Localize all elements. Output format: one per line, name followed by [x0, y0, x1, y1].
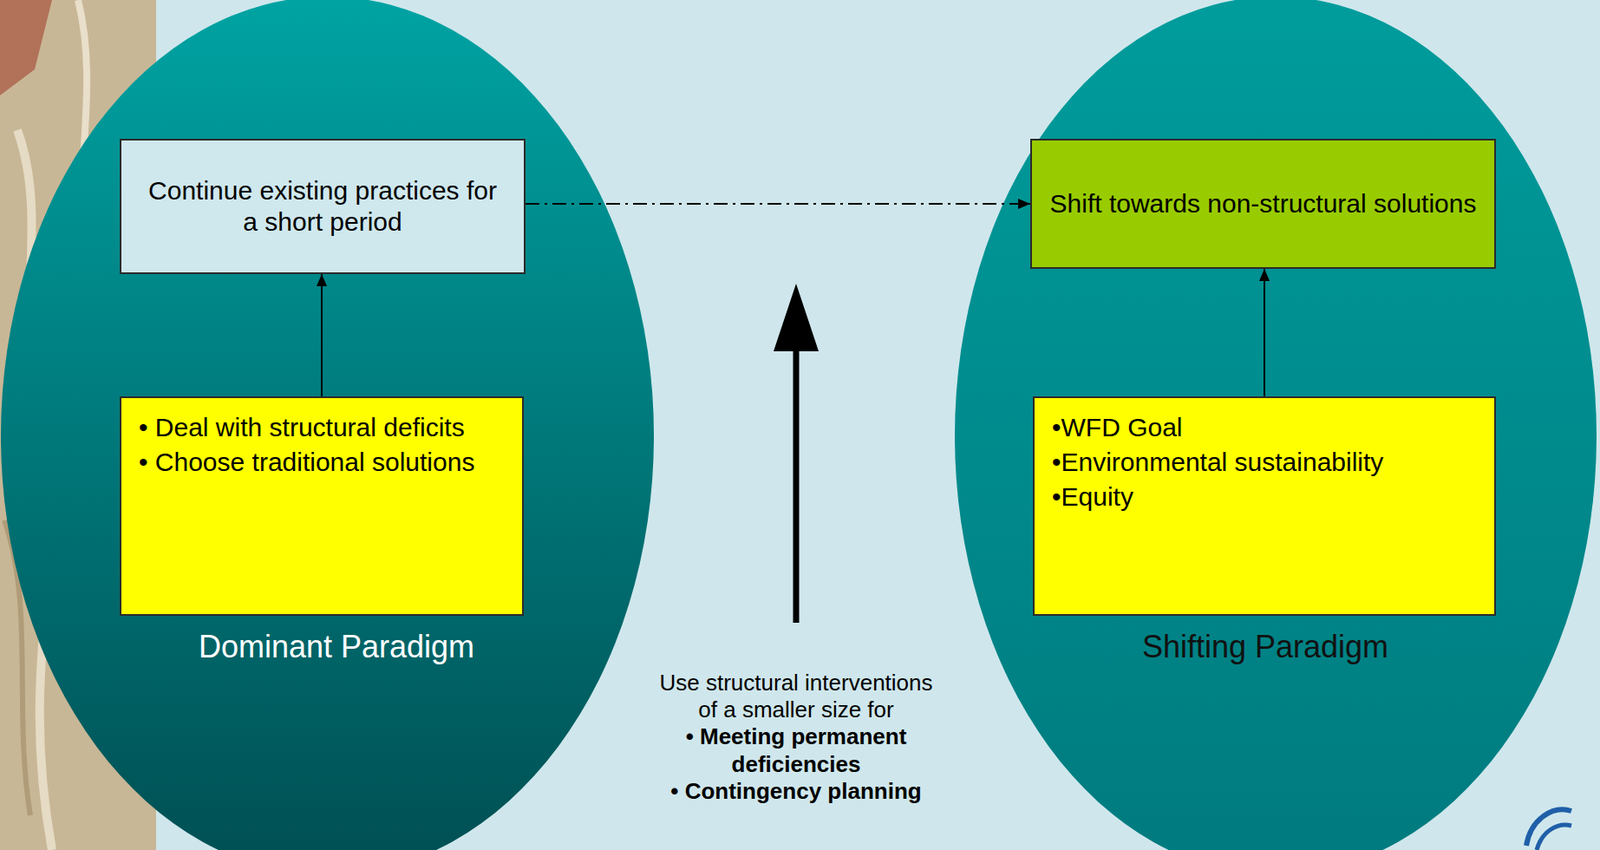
- ellipse-label-holder: Shifting Paradigm: [1039, 628, 1491, 666]
- box-text: •Equity: [1051, 481, 1477, 513]
- paradigm-title: Dominant Paradigm: [111, 628, 562, 666]
- logo-mark: [1526, 809, 1572, 846]
- ellipse-label-holder: Dominant Paradigm: [111, 628, 562, 666]
- box-text: •Environmental sustainability: [1051, 446, 1477, 478]
- process-box: Shift towards non-structural solutions: [1030, 138, 1496, 269]
- box-text: Shift towards non-structural solutions: [1049, 188, 1477, 220]
- paradigm-ellipse: Dominant Paradigm Continue existing pract…: [0, 0, 655, 850]
- statue-texture: [0, 0, 53, 96]
- note-block: Use structural interventions of a smalle…: [653, 669, 940, 805]
- process-box: Continue existing practices for a short …: [119, 138, 526, 275]
- central-arrow-head: [773, 283, 819, 352]
- process-box: •WFD Goal•Environmental sustainability•E…: [1032, 396, 1496, 616]
- logo-mark: [1536, 824, 1572, 850]
- note-text: • Contingency planning: [653, 777, 940, 805]
- note-text: Use structural interventions of a smalle…: [653, 669, 940, 724]
- note-text: • Meeting permanent deficiencies: [653, 723, 940, 778]
- process-box: • Deal with structural deficits• Choose …: [119, 396, 524, 616]
- box-text: • Choose traditional solutions: [138, 446, 505, 478]
- box-text: Continue existing practices for a short …: [138, 175, 507, 238]
- paradigm-title: Shifting Paradigm: [1039, 628, 1491, 666]
- central-arrow-shaft: [793, 346, 800, 623]
- box-text: • Deal with structural deficits: [138, 411, 505, 444]
- paradigm-ellipse: Shifting Paradigm Shift towards non-struc…: [953, 0, 1598, 850]
- box-text: •WFD Goal: [1051, 411, 1477, 444]
